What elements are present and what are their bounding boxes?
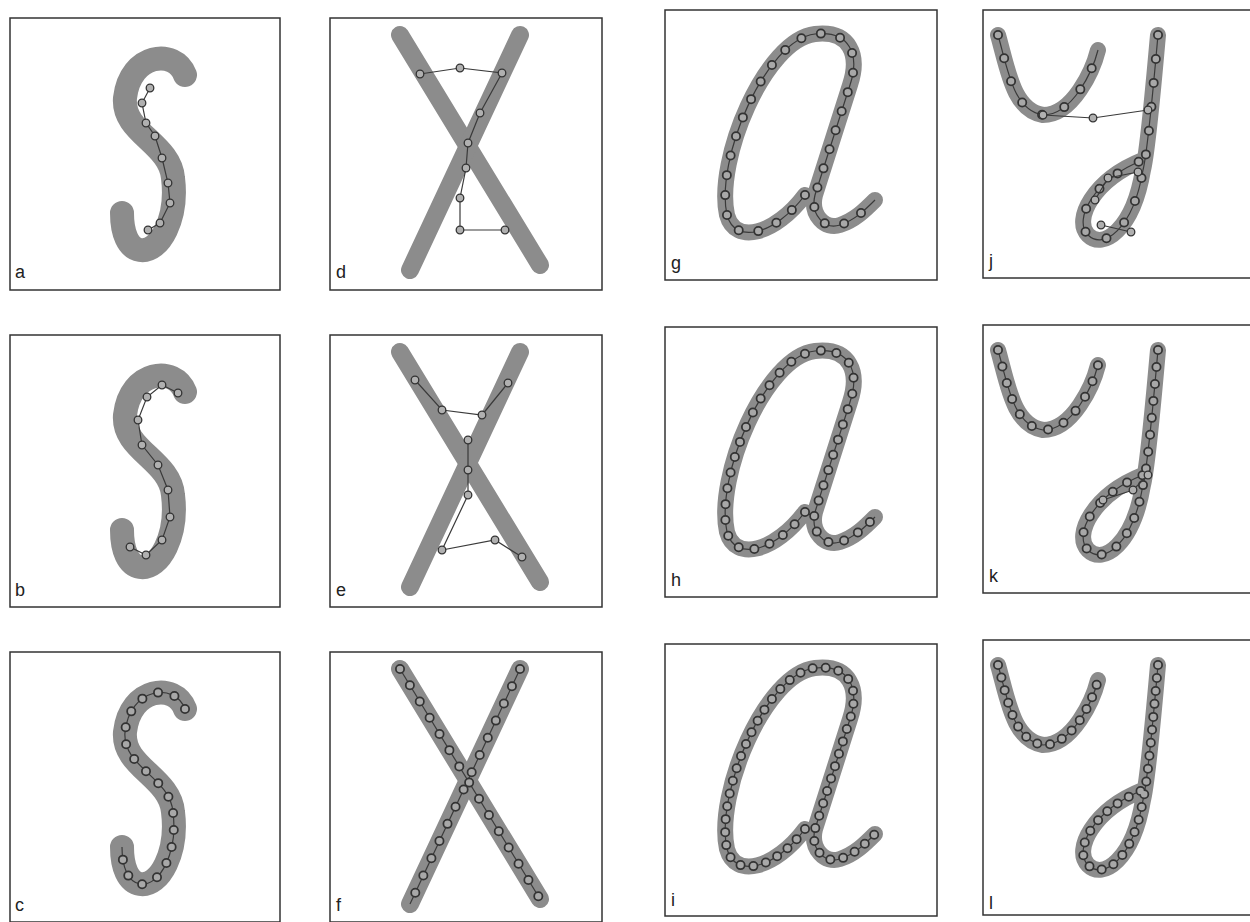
panel-letter: l	[989, 893, 993, 913]
panel	[983, 325, 1250, 593]
panel-letter: h	[671, 570, 681, 590]
panel-letter: j	[989, 251, 993, 271]
panel-letter: i	[671, 890, 675, 910]
panel-letter: e	[336, 580, 346, 600]
panel	[665, 644, 937, 916]
panel-letter: b	[15, 580, 25, 600]
panel	[10, 18, 280, 290]
panel	[983, 10, 1250, 278]
panel-letter: a	[15, 262, 25, 282]
panel-letter: g	[671, 253, 681, 273]
panel-letter: d	[336, 262, 346, 282]
panel	[330, 335, 602, 607]
panel	[983, 640, 1250, 915]
panel	[665, 327, 937, 597]
panel-letter: k	[989, 566, 998, 586]
panel-letter: c	[15, 895, 24, 915]
panel	[330, 18, 602, 290]
panel-letter: f	[336, 895, 341, 915]
panel	[10, 652, 280, 922]
panel	[665, 10, 937, 280]
panel	[10, 335, 280, 607]
panel	[330, 652, 602, 922]
